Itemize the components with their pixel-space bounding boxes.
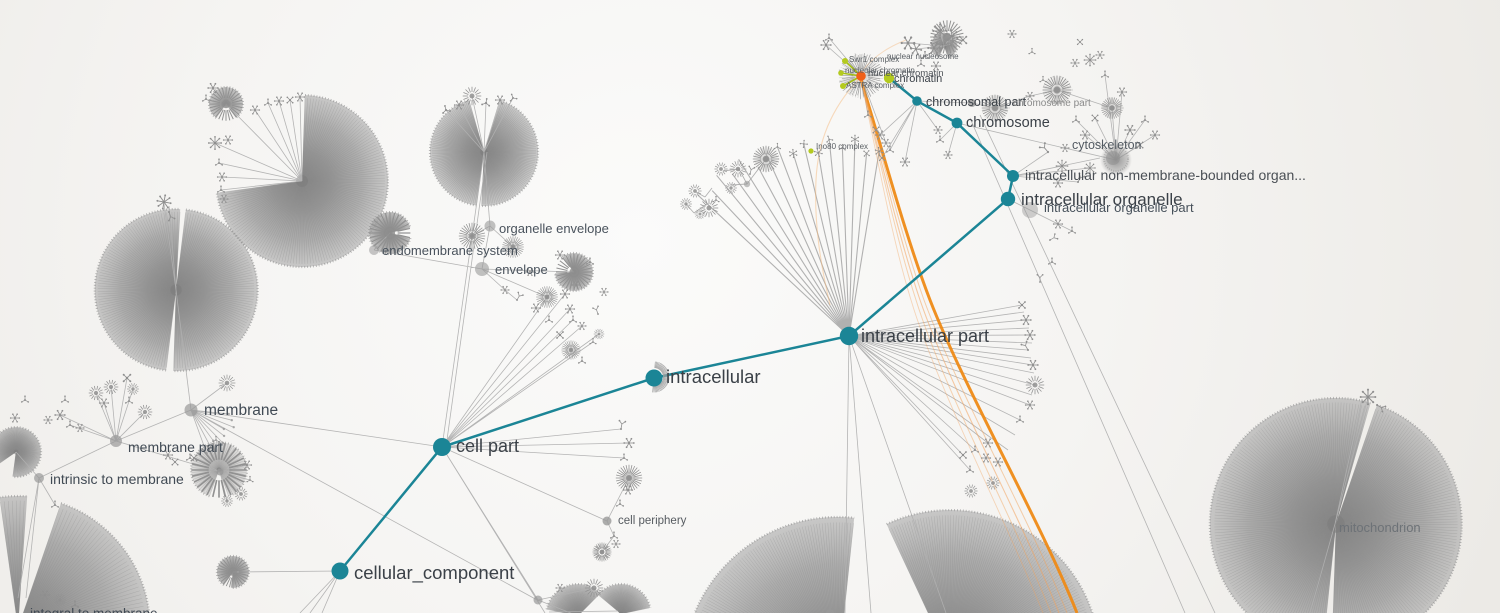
svg-text:membrane part: membrane part [128,439,223,455]
svg-text:intracellular organelle part: intracellular organelle part [1044,200,1194,215]
svg-text:nuclear nucleosome: nuclear nucleosome [887,52,959,61]
svg-text:integral to membrane: integral to membrane [30,606,158,613]
svg-text:cytoskeleton: cytoskeleton [1072,138,1142,152]
svg-text:organelle envelope: organelle envelope [499,221,609,236]
svg-text:ASTRA complex: ASTRA complex [846,81,904,90]
svg-text:mitochondrion: mitochondrion [1339,520,1421,535]
svg-text:intracellular organelle: intracellular organelle [1021,190,1183,209]
svg-text:nucleolar chromatin: nucleolar chromatin [845,66,915,75]
svg-text:chromosome: chromosome [966,115,1050,131]
svg-text:Swr1 complex: Swr1 complex [849,55,899,64]
svg-text:chromosomal part: chromosomal part [926,95,1027,109]
svg-text:chromatin: chromatin [894,73,942,85]
svg-text:envelope: envelope [495,262,548,277]
svg-text:Ino80 complex: Ino80 complex [816,142,868,151]
svg-text:endomembrane system: endomembrane system [382,243,518,258]
svg-text:cell periphery: cell periphery [618,515,687,527]
svg-text:cellular_component: cellular_component [354,562,514,584]
svg-text:intracellular non-membrane-bou: intracellular non-membrane-bounded organ… [1025,167,1306,183]
svg-text:membrane: membrane [204,402,278,419]
svg-text:intracellular: intracellular [666,366,761,387]
svg-text:chromosome part: chromosome part [1013,98,1091,109]
svg-text:intrinsic to membrane: intrinsic to membrane [50,471,184,487]
svg-text:intracellular part: intracellular part [861,326,989,346]
svg-text:cell part: cell part [456,436,519,456]
svg-text:nuclear chromatin: nuclear chromatin [868,68,944,79]
